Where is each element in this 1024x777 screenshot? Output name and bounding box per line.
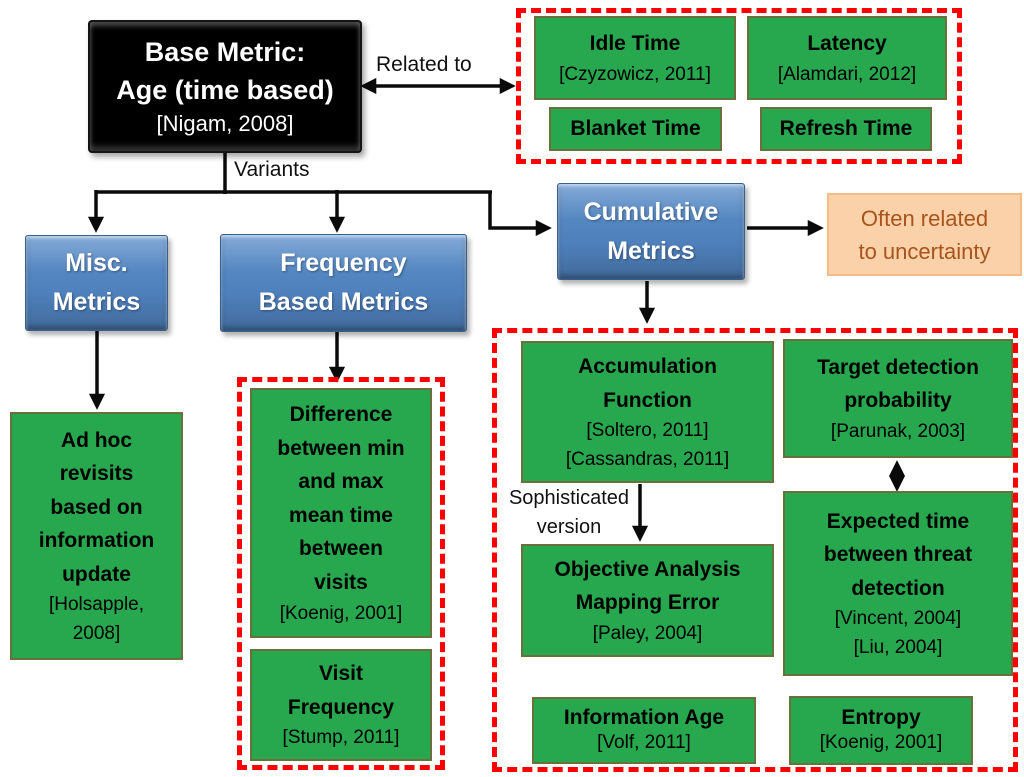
metric-title: Target detection probability [817,355,979,413]
metric-title: Entropy [841,706,921,730]
metric-box-idle-time: Idle Time [Czyzowicz, 2011] [534,16,736,100]
category-label: Misc. Metrics [52,249,141,316]
metric-title: Visit Frequency [287,662,395,719]
metric-box-information-age: Information Age [Volf, 2011] [532,697,756,764]
metric-box-refresh-time: Refresh Time [760,107,932,151]
metric-citation: [Czyzowicz, 2011] [559,63,711,85]
uncertainty-note: Often related to uncertainty [827,193,1022,276]
metric-box-objective-analysis-mapping-error: Objective Analysis Mapping Error [Paley,… [521,544,774,657]
metric-box-latency: Latency [Alamdari, 2012] [747,16,947,100]
metric-title: Objective Analysis Mapping Error [554,557,741,615]
metric-citation: [Stump, 2011] [282,727,400,749]
base-metric-citation: [Nigam, 2008] [156,111,294,137]
metric-title: Blanket Time [570,117,701,141]
frequency-metrics-group-border [237,377,445,770]
base-metric-title: Base Metric: Age (time based) [116,36,334,105]
metric-box-visit-frequency: Visit Frequency [Stump, 2011] [250,649,432,761]
sophisticated-version-label: Sophisticated version [508,487,630,538]
metric-citation: [Alamdari, 2012] [777,63,917,85]
metric-box-expected-time-threat-detection: Expected time between threat detection [… [783,491,1013,676]
metric-citation: [Vincent, 2004] [Liu, 2004] [834,608,962,658]
metric-citation: [Volf, 2011] [597,732,691,754]
metric-title: Information Age [563,706,725,730]
category-label: Frequency Based Metrics [258,249,429,316]
metric-box-ad-hoc-revisits: Ad hoc revisits based on information upd… [10,412,183,660]
metric-box-blanket-time: Blanket Time [549,107,722,151]
cumulative-metrics-group-border [492,328,1018,772]
variants-label: Variants [234,158,310,181]
category-box-frequency-metrics: Frequency Based Metrics [220,234,467,332]
category-box-cumulative-metrics: Cumulative Metrics [557,183,745,280]
metric-citation: [Paley, 2004] [592,622,703,644]
category-box-misc-metrics: Misc. Metrics [25,235,168,331]
metric-box-target-detection-probability: Target detection probability [Parunak, 2… [783,339,1013,458]
metric-title: Idle Time [589,31,681,55]
metric-citation: [Koenig, 2001] [279,602,403,624]
base-metric-box: Base Metric: Age (time based) [Nigam, 20… [88,20,362,153]
metric-citation: [Soltero, 2011] [Cassandras, 2011] [565,420,730,470]
metric-title: Refresh Time [779,117,913,141]
related-to-label: Related to [376,53,472,76]
metric-title: Ad hoc revisits based on information upd… [38,428,155,586]
metric-citation: [Parunak, 2003] [830,420,966,442]
uncertainty-note-text: Often related to uncertainty [858,205,991,264]
metric-box-min-max-difference: Difference between min and max mean time… [250,388,432,638]
related-metrics-group-border [516,8,962,164]
metric-citation: [Koenig, 2001] [819,732,943,754]
metric-title: Expected time between threat detection [823,509,973,600]
metric-title: Difference between min and max mean time… [277,402,405,594]
metric-box-accumulation-function: Accumulation Function [Soltero, 2011] [C… [521,341,774,483]
metric-title: Accumulation Function [578,354,717,412]
metric-box-entropy: Entropy [Koenig, 2001] [789,696,973,765]
metric-title: Latency [807,31,887,55]
metric-citation: [Holsapple, 2008] [48,594,145,644]
category-label: Cumulative Metrics [583,197,719,265]
